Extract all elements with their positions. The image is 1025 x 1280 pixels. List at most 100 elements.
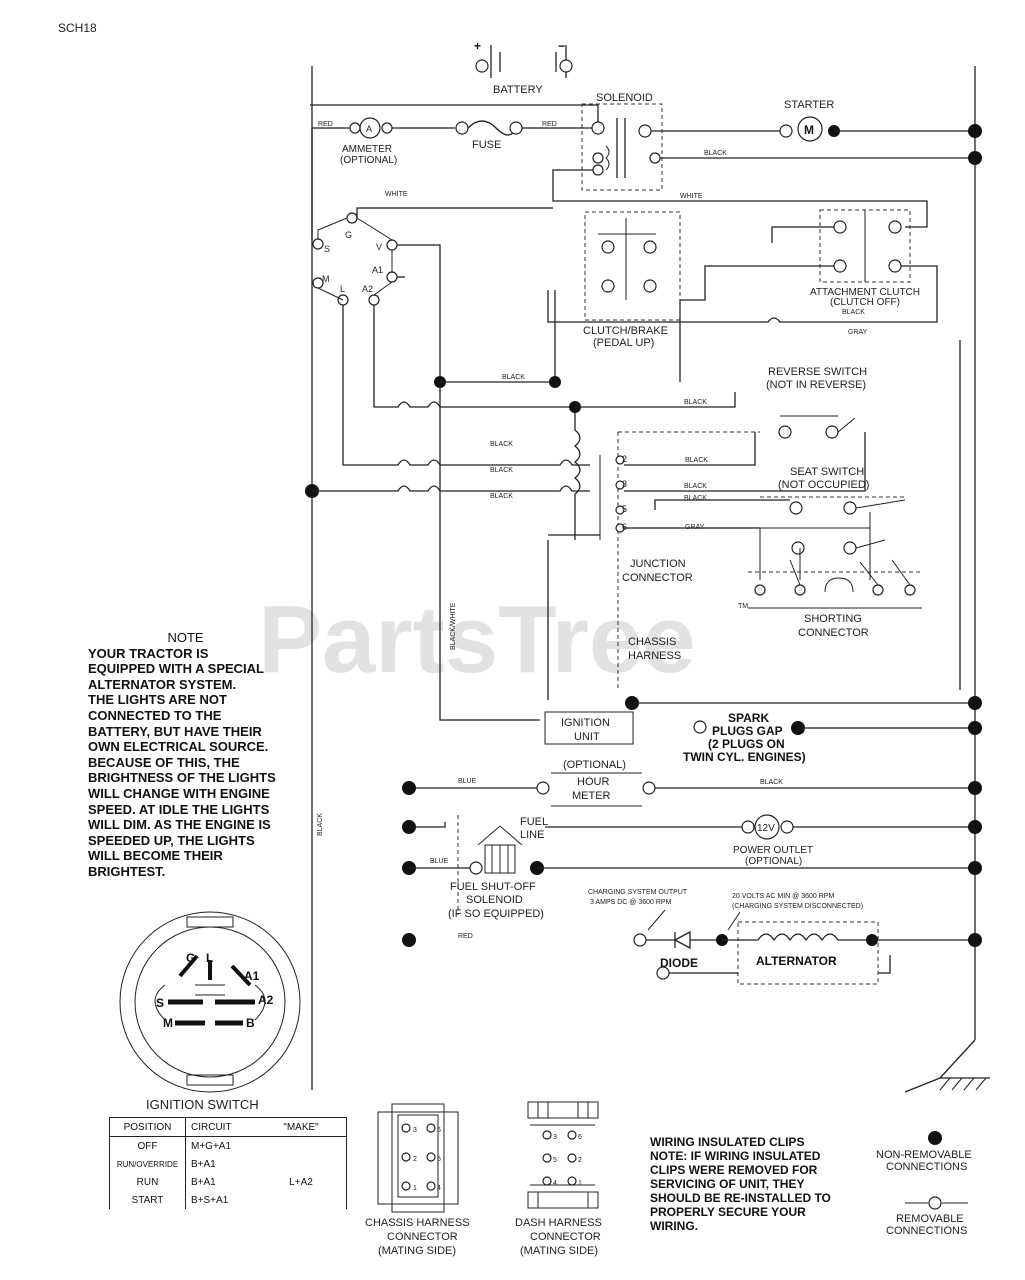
- clutch-brake-state: (PEDAL UP): [593, 337, 654, 349]
- svg-text:G: G: [186, 951, 195, 965]
- svg-text:SERVICING OF UNIT, THEY: SERVICING OF UNIT, THEY: [650, 1177, 804, 1191]
- black-wire-label-4: BLACK: [490, 467, 513, 474]
- switch-white-label: WHITE: [385, 191, 408, 198]
- ammeter: [359, 117, 381, 139]
- red-wire-label: RED: [542, 121, 557, 128]
- dash-connector-label-2: CONNECTOR: [530, 1231, 601, 1243]
- dash-connector-label-3: (MATING SIDE): [520, 1245, 598, 1257]
- blue-wire-label-1: BLUE: [458, 778, 477, 785]
- starter-label: STARTER: [784, 99, 834, 111]
- svg-text:REMOVABLE: REMOVABLE: [896, 1213, 964, 1225]
- junction-label: JUNCTION: [630, 558, 686, 570]
- black-wire-label-3: BLACK: [490, 441, 513, 448]
- white-wire-label: WHITE: [680, 193, 703, 200]
- svg-text:WIRING INSULATED CLIPS: WIRING INSULATED CLIPS: [650, 1135, 804, 1149]
- chassis-connector-label-3: (MATING SIDE): [378, 1245, 456, 1257]
- seat-switch: [759, 496, 906, 580]
- ignition-unit: [544, 711, 634, 745]
- ignition-unit-label: IGNITION: [561, 717, 610, 729]
- svg-text:1: 1: [413, 1185, 417, 1192]
- sheet-code: SCH18: [58, 21, 97, 35]
- spark-plugs-label-4: TWIN CYL. ENGINES): [683, 750, 806, 764]
- watermark-text: PartsTree: [258, 586, 696, 693]
- power-outlet-optional: (OPTIONAL): [745, 856, 802, 867]
- hour-meter-black-label: BLACK: [760, 779, 783, 786]
- red-wire-label-bottom: RED: [458, 933, 473, 940]
- svg-text:V: V: [376, 242, 382, 252]
- svg-text:L: L: [340, 284, 345, 294]
- ignition-switch-schematic: S G V A1 M L A2: [312, 212, 398, 306]
- svg-text:6: 6: [622, 522, 627, 532]
- non-removable-symbol: [928, 1131, 942, 1145]
- power-outlet: [754, 814, 780, 840]
- ammeter-optional-label: (OPTIONAL): [340, 155, 397, 166]
- chassis-connector-label: CHASSIS HARNESS: [365, 1217, 470, 1229]
- junction-black-label-3: BLACK: [684, 495, 707, 502]
- gray-wire-label: GRAY: [848, 329, 868, 336]
- svg-text:CLIPS WERE REMOVED FOR: CLIPS WERE REMOVED FOR: [650, 1163, 818, 1177]
- svg-text:A2: A2: [258, 993, 274, 1007]
- svg-text:NON-REMOVABLE: NON-REMOVABLE: [876, 1149, 972, 1161]
- clutch-brake-label: CLUTCH/BRAKE: [583, 325, 668, 337]
- spark-plugs-label: SPARK: [728, 711, 769, 725]
- fuse: [455, 120, 523, 136]
- svg-text:5: 5: [622, 504, 627, 514]
- battery-label: BATTERY: [493, 84, 543, 96]
- insulated-clips-note: WIRING INSULATED CLIPS NOTE: IF WIRING I…: [650, 1135, 831, 1233]
- svg-text:A1: A1: [372, 265, 383, 275]
- junction-gray-label: GRAY: [685, 524, 705, 531]
- fuse-label: FUSE: [472, 139, 501, 151]
- ignition-switch-table: POSITION CIRCUIT "MAKE" OFF M+G+A1 RUN/O…: [109, 1117, 347, 1209]
- ignition-unit-label-2: UNIT: [574, 731, 600, 743]
- hour-meter-label: HOUR: [577, 776, 609, 788]
- blue-wire-label-2: BLUE: [430, 858, 449, 865]
- ground-symbol: [904, 1039, 990, 1093]
- svg-text:WIRING.: WIRING.: [650, 1219, 698, 1233]
- reverse-switch: [778, 415, 856, 439]
- charging-output-label: CHARGING SYSTEM OUTPUT: [588, 889, 688, 896]
- fuel-line-label-2: LINE: [520, 829, 544, 841]
- svg-text:G: G: [345, 230, 352, 240]
- black-wire-label-1: BLACK: [502, 374, 525, 381]
- attachment-clutch-label: ATTACHMENT CLUTCH: [810, 287, 920, 298]
- svg-text:A1: A1: [244, 969, 260, 983]
- alternator-volts-label-2: (CHARGING SYSTEM DISCONNECTED): [732, 903, 863, 910]
- svg-text:6: 6: [437, 1127, 441, 1134]
- chassis-harness-label-2: HARNESS: [628, 650, 681, 662]
- white-wire-clutch: [552, 169, 928, 228]
- svg-text:SHOULD BE RE-INSTALLED TO: SHOULD BE RE-INSTALLED TO: [650, 1191, 831, 1205]
- spark-plug-terminal: [693, 720, 707, 734]
- svg-text:3: 3: [622, 479, 627, 489]
- ammeter-symbol: A: [366, 124, 372, 134]
- junction-label-2: CONNECTOR: [622, 572, 693, 584]
- dash-connector-label: DASH HARNESS: [515, 1217, 602, 1229]
- fuel-solenoid-label-3: (IF SO EQUIPPED): [448, 908, 544, 920]
- svg-text:5: 5: [553, 1157, 557, 1164]
- diode-label: DIODE: [660, 956, 698, 970]
- svg-text:PROPERLY SECURE YOUR: PROPERLY SECURE YOUR: [650, 1205, 806, 1219]
- alternator-volts-label: 20 VOLTS AC MIN @ 3600 RPM: [732, 893, 834, 900]
- alternator-box: [737, 921, 879, 985]
- clutch-brake-switch: [584, 211, 681, 321]
- solenoid-black-label: BLACK: [704, 150, 727, 157]
- table-row: OFF M+G+A1: [109, 1136, 347, 1155]
- shorting-connector: [748, 559, 922, 609]
- left-rail-black-label: BLACK: [317, 813, 324, 836]
- spark-plugs-label-2: PLUGS GAP: [712, 724, 783, 738]
- shorting-connector-label-2: CONNECTOR: [798, 627, 869, 639]
- svg-text:CONNECTIONS: CONNECTIONS: [886, 1225, 967, 1237]
- svg-text:L: L: [206, 951, 213, 965]
- black-white-wire: [397, 244, 540, 721]
- hour-meter-optional: (OPTIONAL): [563, 759, 626, 771]
- svg-text:5: 5: [437, 1156, 441, 1163]
- chassis-connector-label-2: CONNECTOR: [387, 1231, 458, 1243]
- svg-text:3: 3: [553, 1134, 557, 1141]
- table-header-row: POSITION CIRCUIT "MAKE": [109, 1117, 347, 1137]
- spark-plugs-label-3: (2 PLUGS ON: [708, 737, 785, 751]
- alternator-label: ALTERNATOR: [756, 954, 837, 968]
- svg-text:4: 4: [553, 1180, 557, 1187]
- starter-motor-symbol: M: [804, 123, 814, 137]
- removable-symbol: [928, 1196, 942, 1210]
- power-outlet-label: POWER OUTLET: [733, 845, 813, 856]
